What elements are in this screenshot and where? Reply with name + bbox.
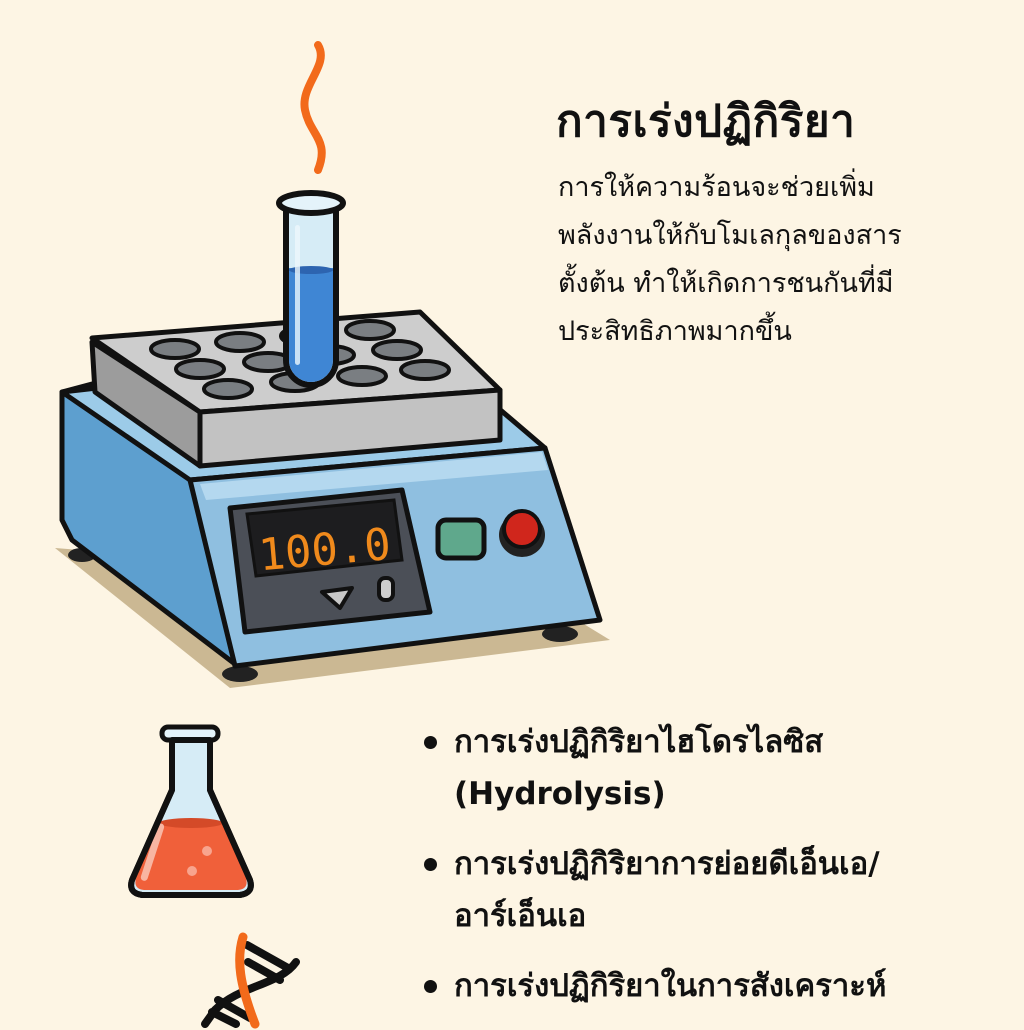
description-line: พลังงานให้กับโมเลกุลของสาร — [558, 220, 902, 251]
list-item-text: การเร่งปฏิกิริยาไฮโดรไลซิส — [454, 724, 824, 760]
red-power-button[interactable] — [502, 509, 542, 549]
temperature-display: 100.0 — [256, 519, 392, 581]
dna-orange-strand — [235, 932, 260, 1029]
list-item: การเร่งปฏิกิริยาการย่อยดีเอ็นเอ/ อาร์เอ็… — [422, 838, 1022, 942]
list-item-text: การเร่งปฏิกิริยาในการสังเคราะห์ — [454, 968, 887, 1004]
page-title: การเร่งปฏิกิริยา — [556, 96, 856, 147]
application-list: การเร่งปฏิกิริยาไฮโดรไลซิส (Hydrolysis) … — [422, 716, 1022, 1030]
dna-black-strand — [201, 941, 300, 1028]
list-item-text: อาร์เอ็นเอ — [454, 898, 587, 934]
description-line: ประสิทธิภาพมากขึ้น — [558, 316, 792, 347]
test-tube-highlight — [295, 225, 300, 365]
flask-liquid-surface — [159, 818, 223, 828]
device-body-front-highlight — [200, 452, 548, 500]
description-line: การให้ความร้อนจะช่วยเพิ่ม — [558, 172, 875, 203]
device-foot-icon — [542, 626, 578, 642]
flask-liquid — [135, 822, 247, 890]
list-item: การเร่งปฏิกิริยาในการสังเคราะห์ — [422, 960, 1022, 1012]
list-item-text: การเร่งปฏิกิริยาการย่อยดีเอ็นเอ/ — [454, 846, 880, 882]
bubble-icon — [202, 846, 212, 856]
flask-highlight — [140, 823, 165, 881]
bullet-icon — [424, 858, 437, 871]
description: การให้ความร้อนจะช่วยเพิ่ม พลังงานให้กับโ… — [558, 164, 978, 356]
green-start-button[interactable] — [435, 517, 487, 561]
steam-icon — [300, 41, 326, 174]
bubble-icon — [187, 866, 197, 876]
test-tube-rim — [276, 190, 346, 216]
block-front — [197, 387, 503, 469]
list-item-text: (Hydrolysis) — [454, 776, 666, 812]
bullet-icon — [424, 980, 437, 993]
flask-glass-outline — [128, 740, 254, 898]
bullet-icon — [424, 736, 437, 749]
list-item: การเร่งปฏิกิริยาไฮโดรไลซิส (Hydrolysis) — [422, 716, 1022, 820]
device-foot-icon — [222, 666, 258, 682]
down-arrow-button[interactable] — [320, 586, 354, 610]
description-line: ตั้งต้น ทำให้เกิดการชนกันที่มี — [558, 268, 894, 299]
mode-button[interactable] — [377, 576, 395, 602]
display-screen — [245, 498, 404, 578]
